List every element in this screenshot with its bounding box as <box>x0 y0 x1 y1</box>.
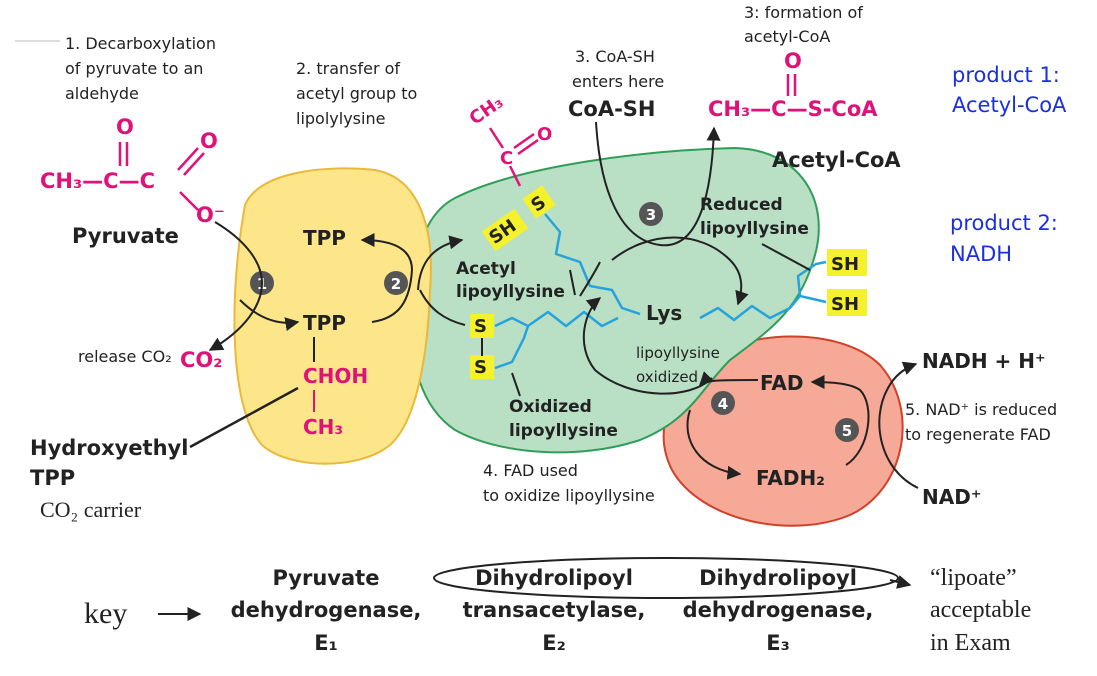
reduced-lipoyllysine-line1: Reduced <box>700 195 783 215</box>
note-transfer-line1: 2. transfer of <box>296 59 400 78</box>
choh: CHOH <box>303 364 368 388</box>
note-coa-enters-line1: 3. CoA-SH <box>575 47 655 66</box>
step-2-label: 2 <box>391 275 401 293</box>
note-decarboxylation-line1: 1. Decarboxylation <box>65 34 216 53</box>
acetylcoa-formula: CH₃—C—S-CoA <box>708 97 878 121</box>
acetylcoa-oxygen: O <box>784 49 802 73</box>
note-release-co2: release CO₂ <box>78 347 172 366</box>
product1-line1: product 1: <box>952 63 1060 87</box>
lipoyllysine-oxidized-line2: oxidized <box>636 368 698 386</box>
pyruvate-formula: CH₃—C—C <box>40 169 155 193</box>
reduced-sh-bottom: SH <box>831 294 859 315</box>
co2-product: CO₂ <box>180 348 222 372</box>
lipoyllysine-oxidized-line1: lipoyllysine <box>636 344 720 362</box>
note-nad-reduced-line1: 5. NAD⁺ is reduced <box>905 400 1057 419</box>
product2-line2: NADH <box>950 242 1012 266</box>
acetyl-lipoyllysine-line1: Acetyl <box>456 259 516 279</box>
coash-label: CoA-SH <box>568 97 656 121</box>
sulfur-boxes <box>470 185 867 379</box>
acetyl-lipoyllysine-line2: lipoyllysine <box>456 282 565 302</box>
pyruvate-oxygen-top: O <box>116 115 134 139</box>
step-3-label: 3 <box>646 206 656 224</box>
fadh2-label: FADH₂ <box>756 466 825 490</box>
e1-name-line2: dehydrogenase, <box>231 598 422 622</box>
note-formation-line1: 3: formation of <box>744 3 863 22</box>
product2-line1: product 2: <box>950 211 1058 235</box>
acetyl-c: C <box>500 148 513 169</box>
oxidized-lipoyllysine-line1: Oxidized <box>509 397 592 417</box>
hydroxyethyl-line1: Hydroxyethyl <box>30 436 188 460</box>
lipoate-note-line2: acceptable <box>930 597 1031 623</box>
e3-name-line3: E₃ <box>766 631 790 655</box>
note-decarboxylation-line2: of pyruvate to an <box>65 59 203 78</box>
acetyl-ch3: CH₃ <box>466 92 508 130</box>
fad-label: FAD <box>760 371 803 395</box>
acetylcoa-label: Acetyl-CoA <box>772 148 901 172</box>
acetyl-o: O <box>537 124 552 145</box>
note-fad-used-line1: 4. FAD used <box>483 461 578 480</box>
nad-label: NAD⁺ <box>922 485 981 509</box>
note-nad-reduced-line2: to regenerate FAD <box>905 425 1051 444</box>
key-label: key <box>84 597 127 630</box>
oxidized-s-bottom: S <box>474 357 487 378</box>
note-transfer-line3: lipolylysine <box>296 109 385 128</box>
note-coa-enters-line2: enters here <box>572 72 664 91</box>
pyruvate-label: Pyruvate <box>72 224 179 248</box>
hydroxyethyl-line2: TPP <box>30 466 75 490</box>
e1-name-line3: E₁ <box>314 631 338 655</box>
product1-line2: Acetyl-CoA <box>952 93 1067 117</box>
pyruvate-oxygen-right: O <box>200 129 218 153</box>
nadh-label: NADH + H⁺ <box>922 349 1046 373</box>
lipoate-note-line1: “lipoate” <box>930 565 1017 591</box>
e3-name-line2: dehydrogenase, <box>683 598 874 622</box>
tpp-bottom: TPP <box>303 311 346 335</box>
e1-name-line1: Pyruvate <box>273 566 380 590</box>
reduced-lipoyllysine-line2: lipoyllysine <box>700 219 809 239</box>
reduced-sh-top: SH <box>831 254 859 275</box>
pyruvate-o-minus: O⁻ <box>196 203 225 227</box>
tpp-top: TPP <box>303 226 346 250</box>
oxidized-s-top: S <box>474 316 487 337</box>
oxidized-lipoyllysine-line2: lipoyllysine <box>509 421 618 441</box>
lipoate-note-line3: in Exam <box>930 630 1011 656</box>
note-formation-line2: acetyl-CoA <box>744 27 830 46</box>
note-transfer-line2: acetyl group to <box>296 84 417 103</box>
e3-name-line1: Dihydrolipoyl <box>699 566 857 590</box>
e2-name-line1: Dihydrolipoyl <box>475 566 633 590</box>
ch3-hydroxyethyl: CH₃ <box>303 415 343 439</box>
lys-label: Lys <box>646 301 682 325</box>
step-4-label: 4 <box>718 395 728 413</box>
step-5-label: 5 <box>842 422 852 440</box>
note-decarboxylation-line3: aldehyde <box>65 84 139 103</box>
co2-carrier: CO₂ carrier <box>40 497 142 522</box>
note-fad-used-line2: to oxidize lipoyllysine <box>483 486 655 505</box>
e2-name-line2: transacetylase, <box>463 598 646 622</box>
e2-name-line3: E₂ <box>542 631 566 655</box>
